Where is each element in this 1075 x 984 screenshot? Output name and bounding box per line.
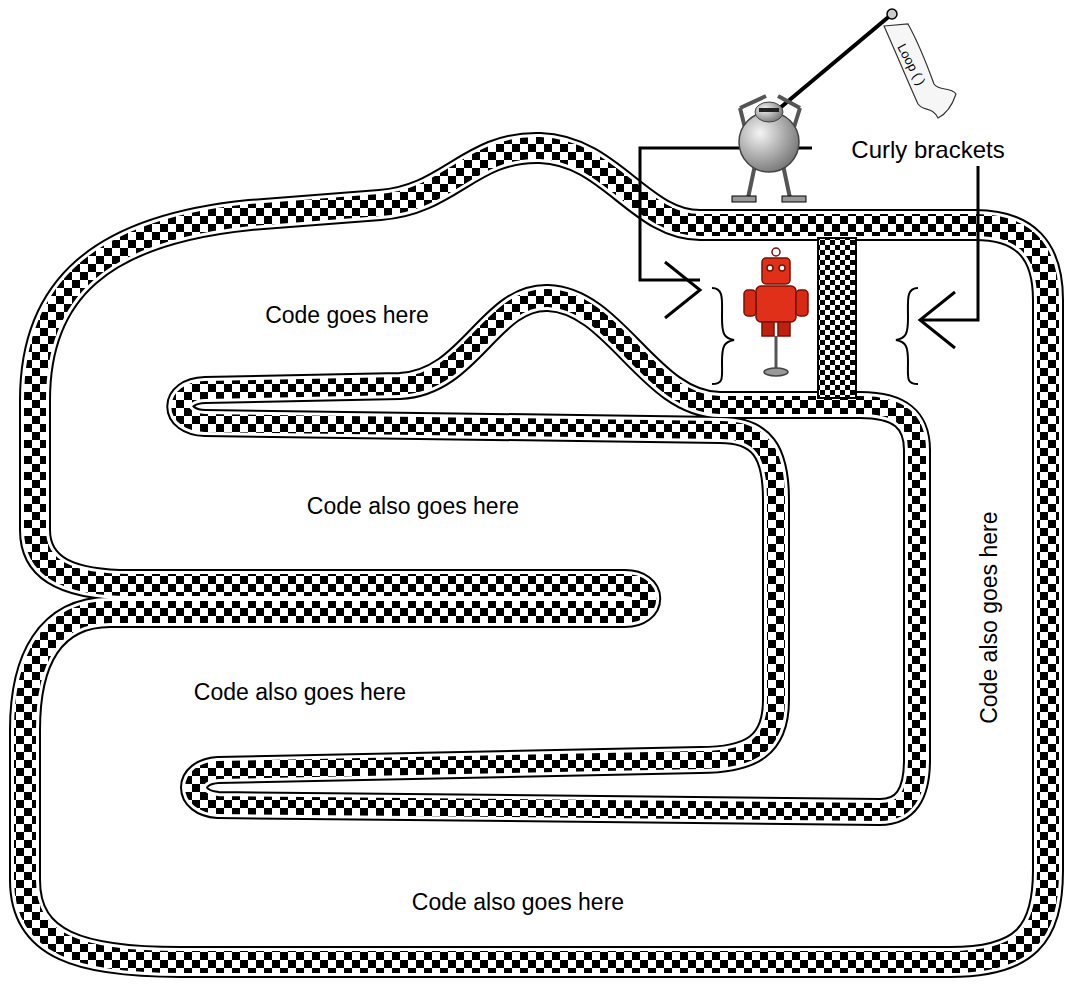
region-label: Code also goes here (307, 494, 519, 519)
region-label: Code also goes here (194, 680, 406, 705)
region-label: Code also goes here (977, 512, 1002, 724)
callout-label: Curly brackets (851, 137, 1004, 163)
loop-flag: Loop ( ) (878, 22, 958, 122)
region-label: Code goes here (265, 303, 429, 328)
region-label: Code also goes here (412, 890, 624, 915)
